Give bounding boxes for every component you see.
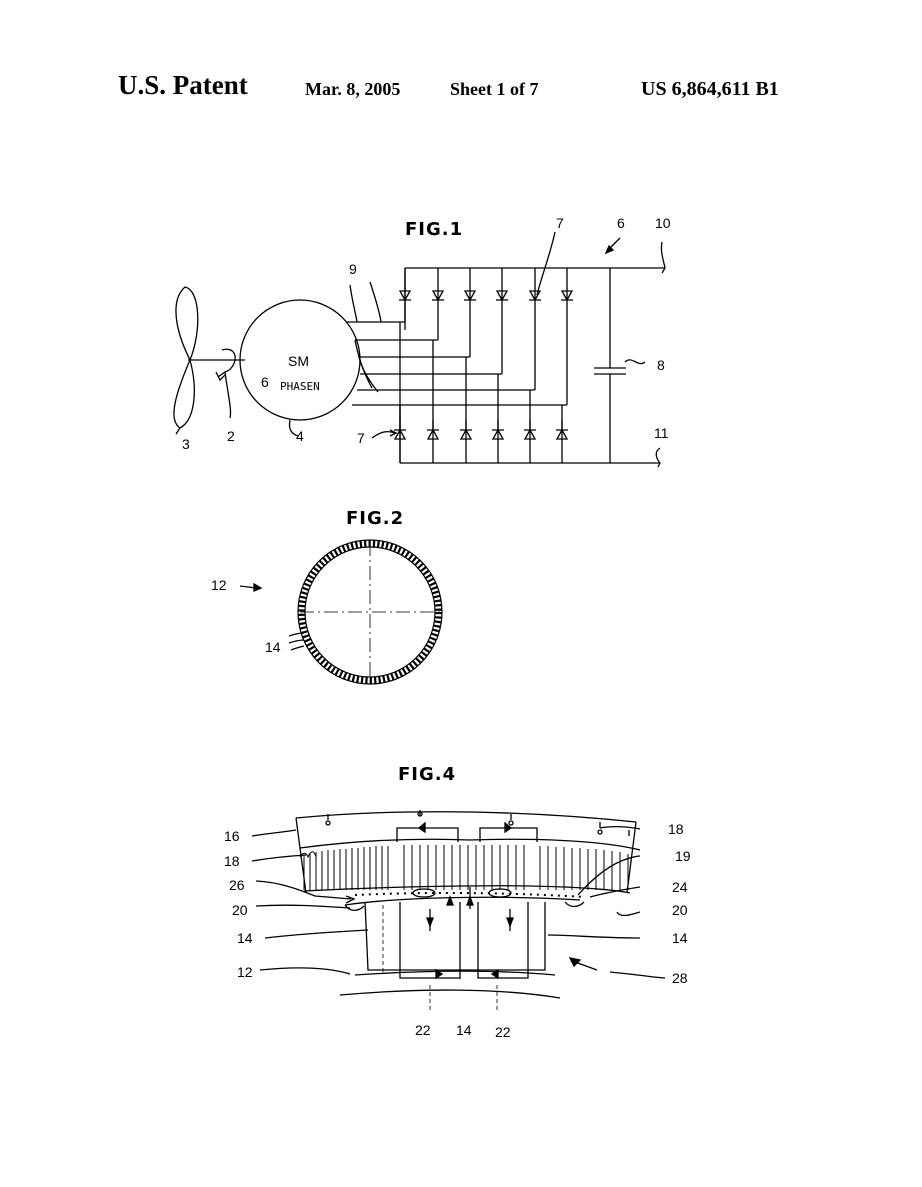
ref-7-lower: 7 <box>357 430 365 446</box>
phase-label: PHASEN <box>280 380 320 393</box>
ref-12: 12 <box>237 964 253 980</box>
fig4: FIG.4 <box>224 764 691 1040</box>
fig2: FIG.2 12 14 <box>211 508 443 685</box>
ref-10: 10 <box>655 215 671 231</box>
rectifier-bridge <box>393 268 574 463</box>
fig1-title: FIG.1 <box>405 219 463 240</box>
sheet-number: Sheet 1 of 7 <box>450 79 539 99</box>
diode-column-4 <box>491 268 509 463</box>
fig1: FIG.1 SM 6 PHASEN <box>173 215 671 468</box>
phase-count: 6 <box>261 374 269 390</box>
ref-7-upper: 7 <box>556 215 564 231</box>
patent-header-title: U.S. Patent <box>118 70 248 100</box>
ref-14: 14 <box>265 639 281 655</box>
phase-wires <box>346 321 567 406</box>
diode-column-1 <box>393 268 412 463</box>
ref-3: 3 <box>182 436 190 452</box>
ref-22-left: 22 <box>415 1022 431 1038</box>
capacitor <box>594 268 646 463</box>
diode-column-2 <box>426 268 445 463</box>
ref-16: 16 <box>224 828 240 844</box>
ref-20-right: 20 <box>672 902 688 918</box>
terminal-11 <box>655 447 661 468</box>
diode-column-3 <box>459 268 477 463</box>
ref-24: 24 <box>672 879 688 895</box>
ref-2: 2 <box>227 428 235 444</box>
ref-18-right: 18 <box>668 821 684 837</box>
patent-number: US 6,864,611 B1 <box>641 78 779 100</box>
ref-18-left: 18 <box>224 853 240 869</box>
diode-column-6 <box>555 268 574 463</box>
stator-teeth <box>299 845 629 890</box>
ref-22-right: 22 <box>495 1024 511 1040</box>
stator-top <box>295 811 637 823</box>
ref-11: 11 <box>654 425 669 441</box>
fig4-title: FIG.4 <box>398 764 456 785</box>
motor-label: SM <box>288 353 309 369</box>
ref-28: 28 <box>672 970 688 986</box>
propeller <box>173 286 245 435</box>
ref-14-right: 14 <box>672 930 688 946</box>
ref-12: 12 <box>211 577 227 593</box>
ref-8: 8 <box>657 357 665 373</box>
diode-column-5 <box>523 268 542 463</box>
ref-14-left: 14 <box>237 930 253 946</box>
ref-20-left: 20 <box>232 902 248 918</box>
ref-9: 9 <box>349 261 357 277</box>
ref-6: 6 <box>617 215 625 231</box>
ref-26: 26 <box>229 877 245 893</box>
fig2-title: FIG.2 <box>346 508 404 529</box>
ref-14-bottom: 14 <box>456 1022 472 1038</box>
ref-19: 19 <box>675 848 691 864</box>
terminal-10 <box>660 241 666 274</box>
ref-4: 4 <box>296 428 304 444</box>
patent-date: Mar. 8, 2005 <box>305 79 401 99</box>
rotor-slots <box>298 540 442 684</box>
